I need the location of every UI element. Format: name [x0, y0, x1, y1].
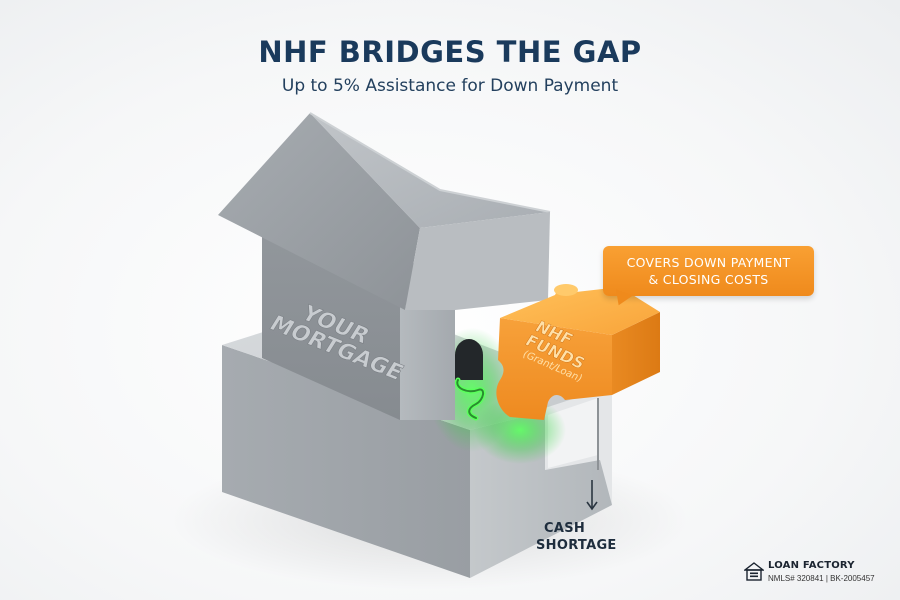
callout-line2: & CLOSING COSTS: [648, 272, 769, 287]
cash-shortage-label: CASH SHORTAGE: [536, 520, 646, 554]
page-subtitle: Up to 5% Assistance for Down Payment: [281, 76, 619, 96]
header: NHF BRIDGES THE GAP Up to 5% Assistance …: [0, 34, 900, 98]
brand-nmls: NMLS# 320841 | BK-2005457: [768, 574, 875, 583]
down-arrow-head: [586, 501, 598, 511]
brand-name: LOAN FACTORY: [768, 560, 855, 571]
callout-box: COVERS DOWN PAYMENT & CLOSING COSTS: [603, 246, 814, 296]
equal-housing-lender-icon: [744, 562, 764, 581]
notch-line: [456, 379, 484, 419]
puzzle-knob-top: [554, 284, 578, 296]
cash-shortage-line2: SHORTAGE: [536, 538, 617, 553]
brand-block: LOAN FACTORY NMLS# 320841 | BK-2005457: [744, 560, 894, 590]
puzzle-front-face: [496, 318, 612, 420]
roof-ridge: [309, 112, 551, 213]
roof-front-slope: [218, 113, 420, 310]
callout-line1: COVERS DOWN PAYMENT: [626, 255, 791, 270]
page-title: NHF BRIDGES THE GAP: [258, 35, 642, 69]
base-slab-left-face: [222, 345, 470, 578]
puzzle-notch: [455, 339, 483, 380]
roof-right-slope: [310, 113, 550, 228]
puzzle-top-face: [500, 287, 660, 335]
house-right-wall: [405, 212, 550, 310]
house-side-face: [400, 300, 455, 420]
cash-shortage-line1: CASH: [544, 521, 586, 536]
puzzle-side-face: [612, 312, 660, 395]
